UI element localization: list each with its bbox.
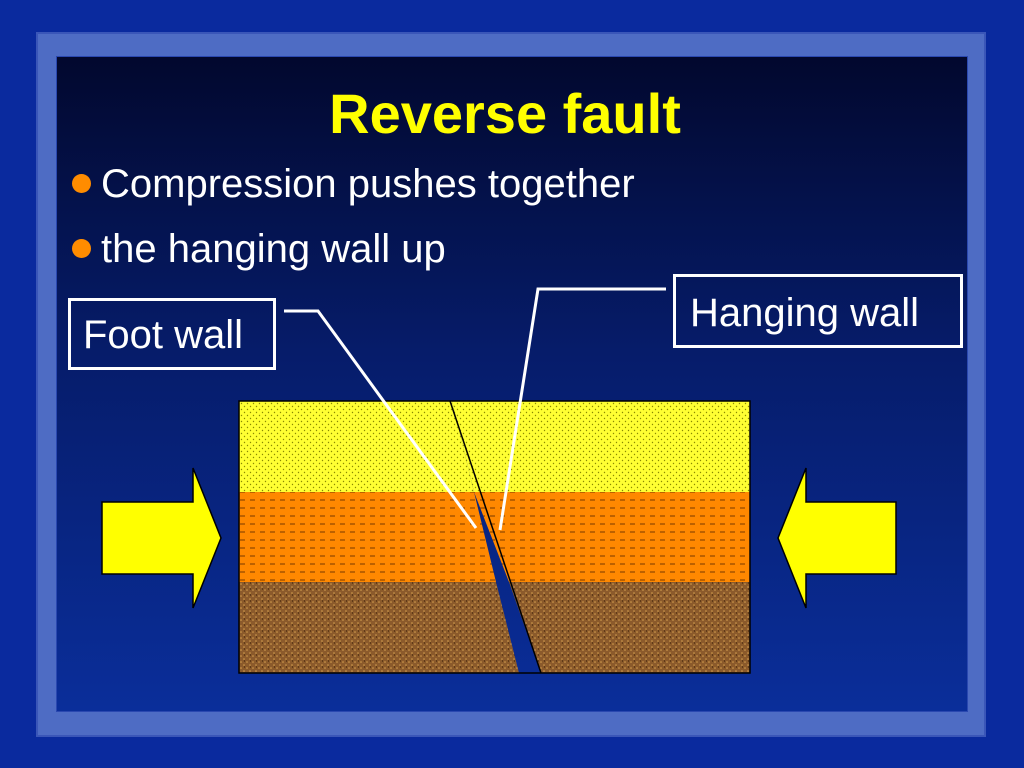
foot-wall-leader-line	[284, 309, 478, 529]
hanging-wall-label: Hanging wall	[673, 274, 963, 348]
foot-wall-top-layer	[239, 401, 474, 492]
bullet-item: Compression pushes together	[72, 160, 635, 208]
slide-title: Reverse fault	[329, 82, 681, 145]
right-compression-arrow-icon	[777, 467, 897, 609]
slide-frame-inner	[56, 56, 968, 712]
hanging-wall-top-layer	[452, 401, 750, 492]
bullet-item: the hanging wall up	[72, 225, 446, 273]
foot-wall-bottom-layer	[239, 582, 519, 673]
fault-line	[449, 400, 542, 674]
bullet-dot-icon	[72, 173, 91, 193]
bullet-dot-icon	[72, 238, 91, 258]
hanging-wall-leader-line	[498, 287, 666, 531]
hanging-wall-middle-layer	[474, 492, 750, 582]
bullet-text: Compression pushes together	[101, 162, 635, 206]
left-compression-arrow-icon	[101, 467, 222, 609]
foot-wall-middle-layer	[239, 492, 496, 582]
bullet-text: the hanging wall up	[101, 227, 446, 271]
hanging-wall-bottom-layer	[509, 582, 750, 673]
foot-wall-label: Foot wall	[68, 298, 276, 370]
